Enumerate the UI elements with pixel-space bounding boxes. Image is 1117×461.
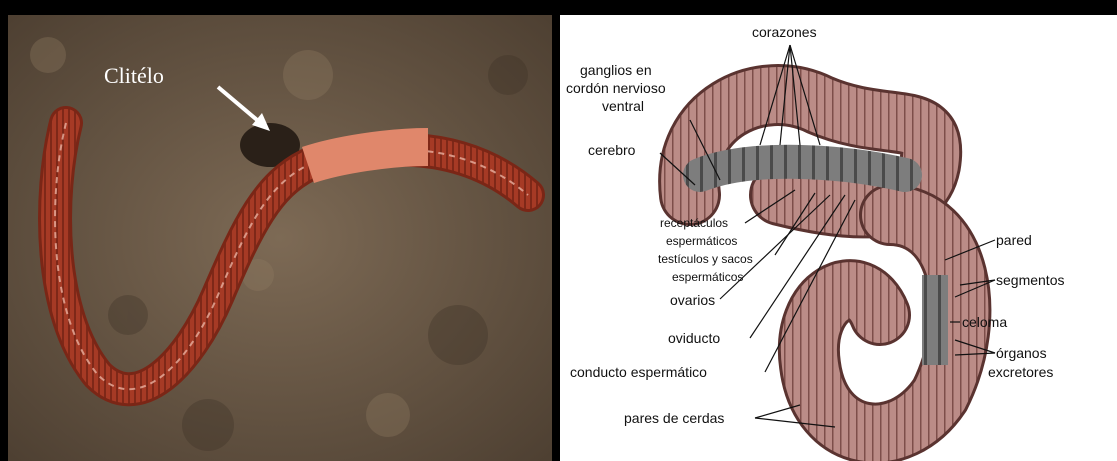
label-testiculos-2: espermáticos [672,270,743,284]
label-oviducto: oviducto [668,330,720,346]
label-corazones: corazones [752,24,817,40]
label-cerebro: cerebro [588,142,636,158]
label-organos-2: excretores [988,364,1053,380]
diagram-drawing: corazones ganglios en cordón nervioso ve… [560,15,1117,461]
cross-section [922,275,948,365]
label-ovarios: ovarios [670,292,715,308]
label-conducto: conducto espermático [570,364,707,380]
label-pares: pares de cerdas [624,410,724,426]
label-segmentos: segmentos [996,272,1064,288]
label-pared: pared [996,232,1032,248]
clitelo-label: Clitélo [104,63,164,89]
earthworm-diagram: corazones ganglios en cordón nervioso ve… [560,15,1117,461]
label-organos-1: órganos [996,345,1047,361]
label-receptaculos-2: espermáticos [666,234,737,248]
soil-background [8,15,552,461]
photo-drawing [8,15,552,461]
earthworm-photo: Clitélo [8,15,552,461]
clitellum [308,147,428,165]
dissected-interior [700,162,905,175]
label-ganglios-1: ganglios en [580,62,652,78]
label-ganglios-3: ventral [602,98,644,114]
label-ganglios-2: cordón nervioso [566,80,666,96]
label-celoma: celoma [962,314,1007,330]
label-testiculos-1: testículos y sacos [658,252,753,266]
label-receptaculos-1: receptáculos [660,216,728,230]
